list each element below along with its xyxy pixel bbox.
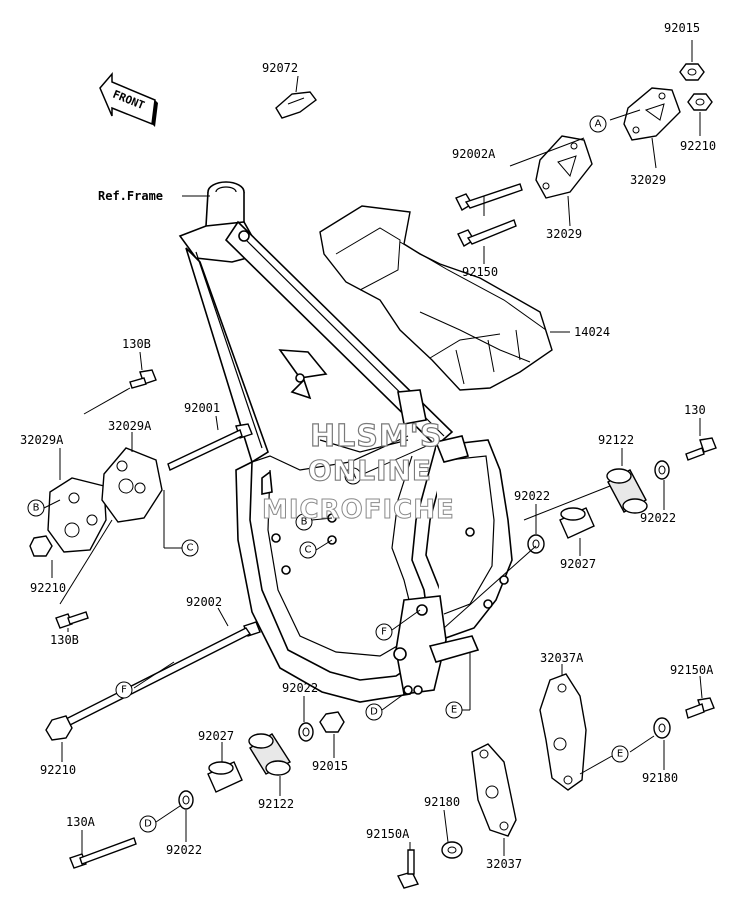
callout-b-left: B <box>27 499 45 517</box>
nut-92210-bottom <box>45 715 73 741</box>
callout-c-left: C <box>181 539 199 557</box>
nut-92210-left <box>29 535 53 557</box>
label-32029-lower: 32029 <box>546 227 582 241</box>
bolt-130B-bottom <box>55 611 89 629</box>
label-130B-top: 130B <box>122 337 151 351</box>
label-130A: 130A <box>66 815 96 829</box>
watermark-line3: MICROFICHE <box>262 495 455 525</box>
svg-text:A: A <box>595 119 602 130</box>
callout-c-frame: C <box>299 541 317 559</box>
watermark-line1: HLSM'S <box>310 419 442 454</box>
callout-a-frame: A <box>344 467 362 485</box>
svg-text:D: D <box>144 819 152 830</box>
svg-text:B: B <box>301 517 308 528</box>
frame-guard-14024 <box>319 205 553 391</box>
bolt-130B-top <box>129 369 157 389</box>
bolt-92002A <box>455 183 523 211</box>
washer-92022-right-top <box>654 460 670 480</box>
callout-b-frame: B <box>295 513 313 531</box>
svg-text:F: F <box>381 627 387 638</box>
bracket-32037A <box>539 673 587 791</box>
nut-92015-mid <box>319 711 345 733</box>
washer-92180-right <box>653 717 671 739</box>
nut-92210-top <box>687 93 713 111</box>
label-92001: 92001 <box>184 401 220 415</box>
bolt-92150A-bottom <box>396 849 420 889</box>
label-32037: 32037 <box>486 857 522 871</box>
svg-text:B: B <box>33 503 40 514</box>
label-92027-mid: 92027 <box>198 729 234 743</box>
washer-92022-right-low <box>527 534 545 554</box>
bracket-32029-lower <box>535 135 593 199</box>
label-92022-mid: 92022 <box>282 681 318 695</box>
callout-e-frame: E <box>445 701 463 719</box>
label-92122-mid: 92122 <box>258 797 294 811</box>
front-arrow-icon: FRONT <box>99 71 158 127</box>
label-32029A-left: 32029A <box>20 433 64 447</box>
label-14024: 14024 <box>574 325 610 339</box>
leader-lines <box>43 40 703 856</box>
callout-a-top: A <box>589 115 607 133</box>
label-92015-top: 92015 <box>664 21 700 35</box>
watermark-line2: ONLINE <box>308 454 432 487</box>
bolt-92002 <box>62 621 261 727</box>
label-92150A-bottom: 92150A <box>366 827 410 841</box>
label-92072: 92072 <box>262 61 298 75</box>
ref-frame-label: Ref.Frame <box>98 189 163 203</box>
spacer-92027-mid <box>207 761 243 793</box>
washer-92022-mid <box>298 722 314 742</box>
callout-f-left: F <box>115 681 133 699</box>
label-32029-upper: 32029 <box>630 173 666 187</box>
label-92122-right: 92122 <box>598 433 634 447</box>
label-92022-bottom: 92022 <box>166 843 202 857</box>
label-92150: 92150 <box>462 265 498 279</box>
main-frame <box>178 181 513 703</box>
callout-f-frame: F <box>375 623 393 641</box>
label-92150A-right: 92150A <box>670 663 714 677</box>
spacer-92122-mid <box>248 733 292 776</box>
svg-text:A: A <box>350 471 357 482</box>
spacer-92122-right <box>606 468 648 514</box>
label-92027-right: 92027 <box>560 557 596 571</box>
label-92180-mid: 92180 <box>424 795 460 809</box>
label-92210-left: 92210 <box>30 581 66 595</box>
clamp-92072 <box>275 91 317 119</box>
label-92180-right: 92180 <box>642 771 678 785</box>
bolt-92001 <box>167 423 253 471</box>
bolt-130 <box>685 437 717 461</box>
bolt-92150A-right <box>685 697 715 719</box>
label-92002: 92002 <box>186 595 222 609</box>
label-32037A: 32037A <box>540 651 584 665</box>
svg-text:D: D <box>370 707 378 718</box>
bolt-92150 <box>457 219 517 247</box>
watermark: HLSM'S ONLINE MICROFICHE <box>262 418 455 525</box>
bracket-32037 <box>471 743 517 837</box>
callout-d-bottom: D <box>139 815 157 833</box>
label-92210-bottom: 92210 <box>40 763 76 777</box>
label-92210-top: 92210 <box>680 139 716 153</box>
callout-d-frame: D <box>365 703 383 721</box>
bracket-32029-upper <box>623 87 681 141</box>
svg-text:F: F <box>121 685 127 696</box>
bracket-32029A-left <box>47 477 107 553</box>
label-130: 130 <box>684 403 706 417</box>
svg-text:E: E <box>451 705 457 716</box>
svg-text:C: C <box>187 543 194 554</box>
svg-text:C: C <box>305 545 312 556</box>
spacer-92027-right <box>559 507 595 539</box>
label-130B-bottom: 130B <box>50 633 79 647</box>
label-92015-mid: 92015 <box>312 759 348 773</box>
label-92022-right-low: 92022 <box>640 511 676 525</box>
label-92002A: 92002A <box>452 147 496 161</box>
washer-92180-mid <box>441 841 463 859</box>
label-32029A-right: 32029A <box>108 419 152 433</box>
bracket-32029A-right <box>101 447 163 523</box>
nut-92015-top <box>679 63 705 81</box>
label-92022-right-top: 92022 <box>514 489 550 503</box>
callout-e-right: E <box>611 745 629 763</box>
bolt-130A <box>69 837 137 869</box>
svg-text:E: E <box>617 749 623 760</box>
washer-92022-bottom <box>178 790 194 810</box>
